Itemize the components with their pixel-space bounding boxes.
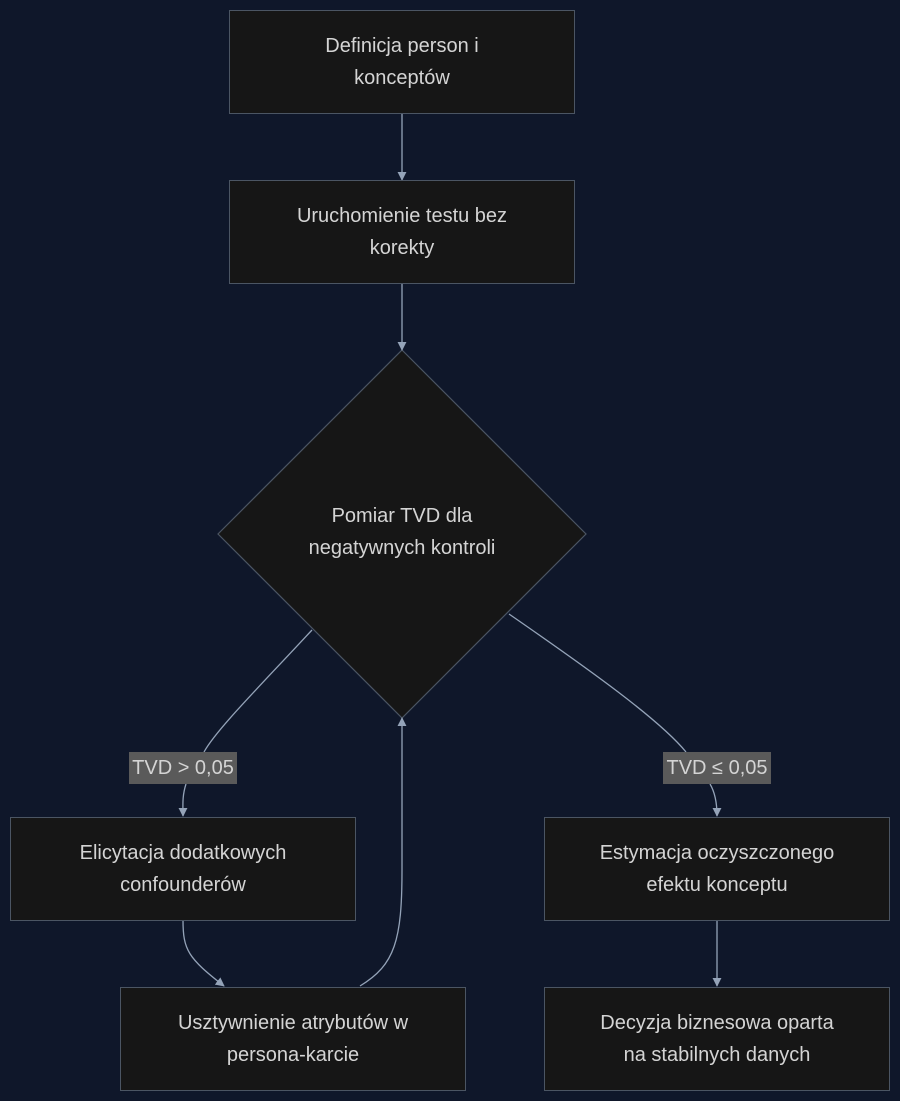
node-stiffening: Usztywnienie atrybutów w persona-karcie (120, 987, 466, 1091)
node-definition: Definicja person i konceptów (229, 10, 575, 114)
edge-label-tvd-high: TVD > 0,05 (129, 752, 237, 784)
node-estimation-line1: Estymacja oczyszczonego (599, 842, 835, 864)
node-run-test-line2: korekty (369, 237, 435, 259)
edge-stiffening-to-tvd-measure (359, 717, 407, 987)
node-definition-line2: konceptów (354, 67, 450, 89)
edge-tvd-measure-to-elicitation (183, 629, 313, 816)
edge-elicitation-to-stiffening (182, 919, 225, 987)
node-tvd-measure-label: Pomiar TVD dla negatywnych kontroli (290, 500, 514, 564)
node-tvd-measure-line2: negatywnych kontroli (308, 537, 496, 559)
node-decision: Decyzja biznesowa oparta na stabilnych d… (544, 987, 890, 1091)
node-definition-line1: Definicja person i (325, 35, 479, 57)
node-stiffening-line1: Usztywnienie atrybutów w (177, 1012, 409, 1034)
node-decision-line2: na stabilnych danych (623, 1044, 811, 1066)
node-estimation: Estymacja oczyszczonego efektu konceptu (544, 817, 890, 921)
node-run-test-line1: Uruchomienie testu bez (296, 205, 508, 227)
node-estimation-line2: efektu konceptu (646, 874, 788, 896)
edge-label-tvd-low: TVD ≤ 0,05 (663, 752, 771, 784)
edge-tvd-measure-to-estimation (508, 613, 717, 816)
node-elicitation-line1: Elicytacja dodatkowych (79, 842, 287, 864)
node-tvd-measure-line1: Pomiar TVD dla (331, 505, 473, 527)
node-run-test: Uruchomienie testu bez korekty (229, 180, 575, 284)
node-elicitation-line2: confounderów (120, 874, 246, 896)
node-stiffening-line2: persona-karcie (226, 1044, 360, 1066)
node-decision-line1: Decyzja biznesowa oparta (600, 1012, 834, 1034)
node-elicitation: Elicytacja dodatkowych confounderów (10, 817, 356, 921)
